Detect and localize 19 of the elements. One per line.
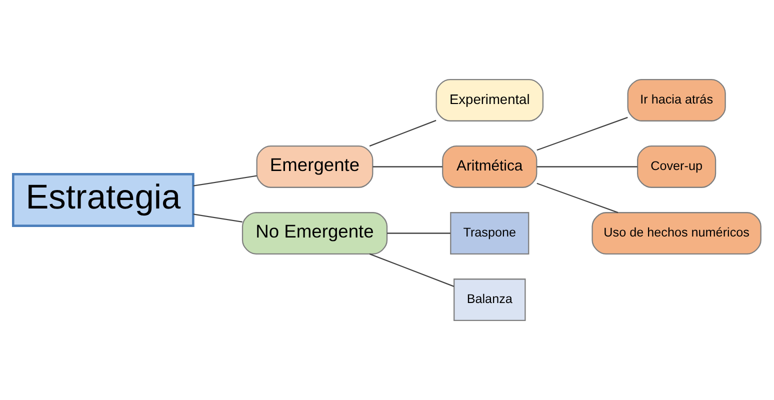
node-box: No Emergente [242, 212, 388, 254]
node-box: Cover-up [637, 146, 716, 188]
node-box: Aritmética [442, 146, 538, 188]
node-box: Ir hacia atrás [627, 79, 726, 122]
connector [369, 253, 454, 287]
node-box: Balanza [454, 278, 526, 321]
connector [536, 166, 638, 168]
node-box: Traspone [450, 212, 530, 254]
connector [536, 116, 628, 151]
node-box: Uso de hechos numéricos [592, 212, 762, 254]
connector [369, 120, 436, 147]
node-box: Emergente [256, 146, 374, 188]
connector [536, 182, 618, 214]
connector [372, 166, 442, 168]
connector [193, 175, 257, 186]
connector [193, 214, 242, 222]
connector [387, 232, 450, 234]
node-box: Experimental [436, 79, 544, 122]
node-box: Estrategia [12, 173, 194, 227]
